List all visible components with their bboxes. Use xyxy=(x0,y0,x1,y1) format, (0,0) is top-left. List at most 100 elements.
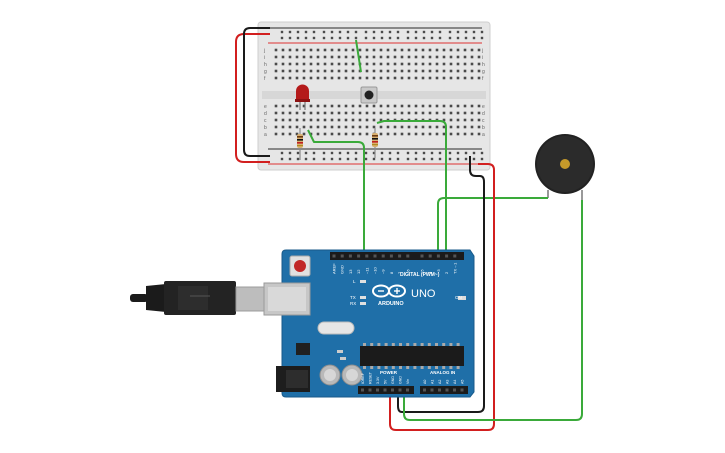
rail-hole[interactable] xyxy=(296,30,300,34)
breadboard-hole[interactable] xyxy=(400,69,404,73)
breadboard-hole[interactable] xyxy=(435,69,439,73)
rail-hole[interactable] xyxy=(438,157,442,161)
breadboard-hole[interactable] xyxy=(281,132,285,136)
breadboard-hole[interactable] xyxy=(414,76,418,80)
breadboard-hole[interactable] xyxy=(470,48,474,52)
breadboard-hole[interactable] xyxy=(344,62,348,66)
breadboard-hole[interactable] xyxy=(379,118,383,122)
breadboard-hole[interactable] xyxy=(295,48,299,52)
breadboard-hole[interactable] xyxy=(421,76,425,80)
rail-hole[interactable] xyxy=(480,157,484,161)
breadboard-hole[interactable] xyxy=(372,55,376,59)
breadboard-hole[interactable] xyxy=(337,69,341,73)
breadboard-hole[interactable] xyxy=(470,132,474,136)
breadboard-hole[interactable] xyxy=(281,104,285,108)
breadboard-hole[interactable] xyxy=(379,111,383,115)
breadboard-hole[interactable] xyxy=(435,76,439,80)
breadboard-hole[interactable] xyxy=(323,111,327,115)
breadboard-hole[interactable] xyxy=(393,104,397,108)
breadboard-hole[interactable] xyxy=(281,69,285,73)
breadboard-hole[interactable] xyxy=(295,76,299,80)
rail-hole[interactable] xyxy=(354,157,358,161)
breadboard-hole[interactable] xyxy=(337,104,341,108)
header-pin[interactable] xyxy=(438,388,441,392)
rail-hole[interactable] xyxy=(288,36,292,40)
breadboard-hole[interactable] xyxy=(358,76,362,80)
breadboard-hole[interactable] xyxy=(337,48,341,52)
breadboard-hole[interactable] xyxy=(428,62,432,66)
rail-hole[interactable] xyxy=(330,151,334,155)
breadboard-hole[interactable] xyxy=(463,69,467,73)
breadboard-hole[interactable] xyxy=(309,118,313,122)
breadboard-hole[interactable] xyxy=(372,104,376,108)
arduino-uno[interactable]: ARDUINO UNO DIGITAL (PWM~) POWER ANALOG … xyxy=(263,249,475,398)
breadboard-hole[interactable] xyxy=(470,125,474,129)
breadboard-hole[interactable] xyxy=(309,69,313,73)
usb-cable[interactable] xyxy=(130,281,265,315)
rail-hole[interactable] xyxy=(430,157,434,161)
breadboard-hole[interactable] xyxy=(393,111,397,115)
rail-hole[interactable] xyxy=(322,151,326,155)
header-pin[interactable] xyxy=(376,388,379,392)
breadboard-hole[interactable] xyxy=(456,104,460,108)
breadboard-hole[interactable] xyxy=(435,55,439,59)
breadboard-hole[interactable] xyxy=(386,111,390,115)
breadboard-hole[interactable] xyxy=(435,48,439,52)
breadboard-hole[interactable] xyxy=(477,132,481,136)
breadboard-hole[interactable] xyxy=(414,111,418,115)
header-pin[interactable] xyxy=(368,388,372,392)
rail-hole[interactable] xyxy=(338,36,342,40)
breadboard-hole[interactable] xyxy=(456,132,460,136)
breadboard-hole[interactable] xyxy=(407,111,411,115)
breadboard-hole[interactable] xyxy=(344,125,348,129)
header-pin[interactable] xyxy=(445,388,449,392)
breadboard-hole[interactable] xyxy=(288,111,292,115)
header-pin[interactable] xyxy=(348,254,352,258)
breadboard-hole[interactable] xyxy=(379,62,383,66)
breadboard-hole[interactable] xyxy=(344,118,348,122)
breadboard-hole[interactable] xyxy=(428,76,432,80)
breadboard-hole[interactable] xyxy=(323,55,327,59)
rail-hole[interactable] xyxy=(312,157,316,161)
rail-hole[interactable] xyxy=(288,30,292,34)
breadboard-hole[interactable] xyxy=(274,125,278,129)
rail-hole[interactable] xyxy=(464,151,468,155)
header-pin[interactable] xyxy=(398,254,402,258)
rail-hole[interactable] xyxy=(380,151,384,155)
rail-hole[interactable] xyxy=(388,157,392,161)
breadboard-hole[interactable] xyxy=(414,48,418,52)
header-pin[interactable] xyxy=(436,254,440,258)
breadboard-hole[interactable] xyxy=(435,125,439,129)
breadboard-hole[interactable] xyxy=(344,69,348,73)
rail-hole[interactable] xyxy=(354,30,358,34)
rail-hole[interactable] xyxy=(280,30,284,34)
rail-hole[interactable] xyxy=(396,151,400,155)
breadboard-hole[interactable] xyxy=(442,69,446,73)
breadboard-hole[interactable] xyxy=(365,55,369,59)
breadboard-hole[interactable] xyxy=(442,55,446,59)
rail-hole[interactable] xyxy=(322,36,326,40)
piezo-buzzer[interactable] xyxy=(535,134,595,200)
breadboard-hole[interactable] xyxy=(323,125,327,129)
breadboard-hole[interactable] xyxy=(435,104,439,108)
breadboard-hole[interactable] xyxy=(295,104,299,108)
breadboard-hole[interactable] xyxy=(281,62,285,66)
breadboard-hole[interactable] xyxy=(386,69,390,73)
rail-hole[interactable] xyxy=(372,151,376,155)
header-pin[interactable] xyxy=(389,254,393,258)
breadboard-hole[interactable] xyxy=(274,48,278,52)
breadboard-hole[interactable] xyxy=(379,104,383,108)
rail-hole[interactable] xyxy=(472,36,476,40)
breadboard-hole[interactable] xyxy=(316,111,320,115)
breadboard-hole[interactable] xyxy=(463,76,467,80)
rail-hole[interactable] xyxy=(338,157,342,161)
rail-hole[interactable] xyxy=(480,151,484,155)
breadboard-hole[interactable] xyxy=(295,69,299,73)
rail-hole[interactable] xyxy=(472,151,476,155)
rail-hole[interactable] xyxy=(448,151,452,155)
rail-hole[interactable] xyxy=(346,36,350,40)
breadboard-hole[interactable] xyxy=(372,48,376,52)
breadboard-hole[interactable] xyxy=(379,69,383,73)
breadboard-hole[interactable] xyxy=(288,104,292,108)
rail-hole[interactable] xyxy=(280,157,284,161)
